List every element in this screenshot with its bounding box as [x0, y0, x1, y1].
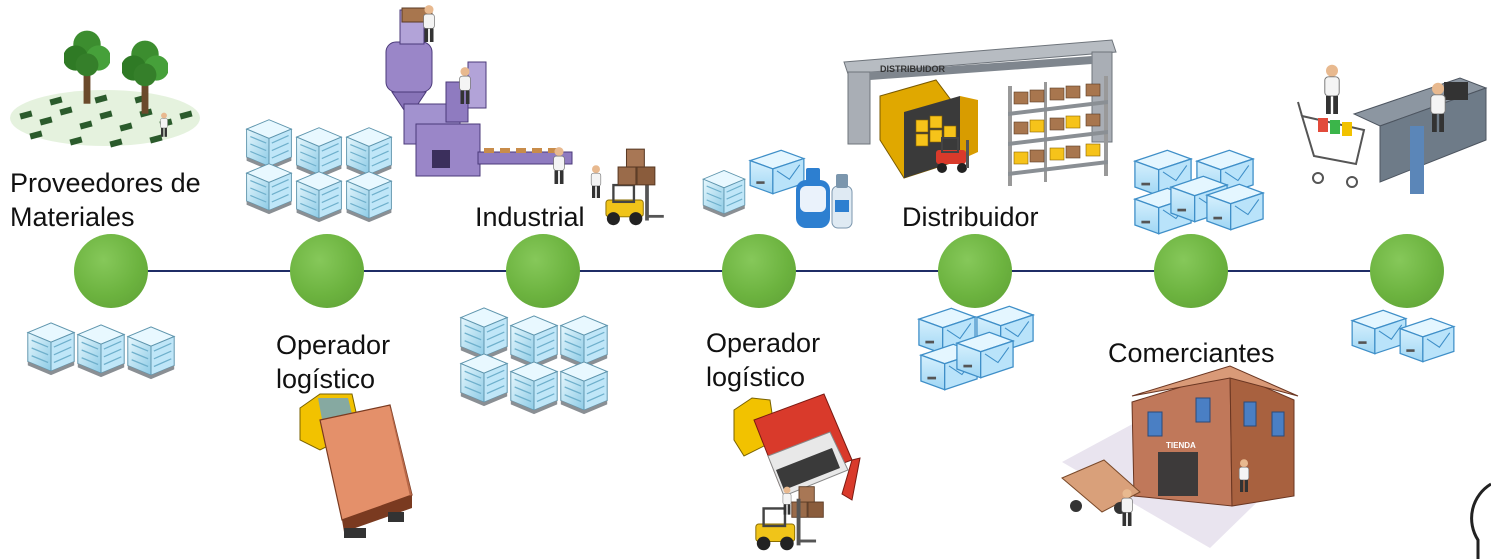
pallet-icon	[560, 315, 608, 369]
pallet-icon	[245, 119, 293, 171]
shelf-icon	[1008, 76, 1108, 186]
stage-label-distributor: Distribuidor	[902, 202, 1039, 232]
stage-node-1	[74, 234, 148, 308]
factory-illustration	[385, 4, 665, 227]
pallet-icon	[460, 353, 508, 407]
pallet-icon	[295, 171, 343, 223]
industrial-pallets	[460, 307, 608, 415]
retailer-boxes-top	[1134, 149, 1264, 235]
warehouse-illustration: DISTRIBUIDOR	[843, 39, 1117, 186]
corner-logo-fragment	[1470, 482, 1491, 559]
distributor-boxes	[918, 305, 1034, 391]
warehouse-sign: DISTRIBUIDOR	[880, 64, 946, 74]
box-icon	[1351, 309, 1407, 355]
box-icon	[1399, 317, 1455, 363]
stage-label-industrial: Industrial	[475, 202, 585, 232]
pallet-icon	[345, 127, 393, 179]
operator2-goods	[702, 149, 853, 229]
supplier-illustration	[10, 30, 200, 148]
operator1-truck	[299, 393, 413, 538]
store-icon: TIENDA	[1061, 365, 1299, 548]
consumer-boxes	[1351, 309, 1455, 363]
stage-label-retailers: Comerciantes	[1108, 338, 1275, 368]
pallet-icon	[510, 315, 558, 369]
stage-node-6	[1154, 234, 1228, 308]
box-icon	[749, 149, 805, 195]
pallet-icon	[560, 361, 608, 415]
pallet-icon	[702, 169, 746, 218]
pallet-icon	[27, 322, 75, 376]
pallet-icon	[127, 326, 175, 380]
stage-node-4	[722, 234, 796, 308]
stage-node-7	[1370, 234, 1444, 308]
supplier-pallets	[27, 322, 175, 380]
stage-label-logistics-operator-2: Operador logístico	[706, 328, 821, 392]
pallet-icon	[345, 171, 393, 223]
pallet-icon	[77, 324, 125, 378]
bottle-icon	[831, 174, 853, 229]
pallet-icon	[460, 307, 508, 361]
operator2-truck	[733, 393, 861, 552]
stage-label-suppliers: Proveedores de Materiales	[10, 168, 201, 232]
stage-node-3	[506, 234, 580, 308]
bottle-icon	[796, 168, 830, 228]
stage-label-logistics-operator-1: Operador logístico	[276, 330, 391, 394]
checkout-icon	[1297, 64, 1488, 194]
operator1-pallets	[245, 119, 393, 223]
forklift-icon	[936, 137, 969, 173]
pallet-icon	[245, 163, 293, 215]
pallet-icon	[295, 127, 343, 179]
pallet-icon	[510, 361, 558, 415]
store-sign: TIENDA	[1166, 441, 1196, 450]
stage-node-2	[290, 234, 364, 308]
stage-node-5	[938, 234, 1012, 308]
